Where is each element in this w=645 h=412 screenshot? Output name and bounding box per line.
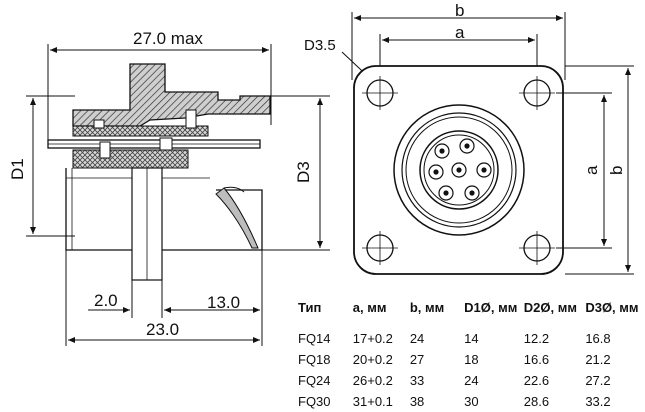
contact-pin-1 xyxy=(451,162,467,178)
ring-3 xyxy=(405,116,513,224)
header-b: b, мм xyxy=(409,300,445,315)
a-top-label: a xyxy=(455,23,465,42)
mounting-hole xyxy=(362,231,398,265)
table-row: FQ30 31+0.1 38 30 28.6 33.2 xyxy=(294,391,645,412)
header-type: Тип xyxy=(298,300,322,315)
table-cell: FQ24 xyxy=(298,373,331,388)
front-view: b a D3.5 xyxy=(304,1,634,275)
table-cell: 18 xyxy=(464,352,479,367)
side-view: 27.0 max D1 D3 xyxy=(8,29,330,346)
header-d3: D3Ø, мм xyxy=(585,300,639,315)
table-cell: 16.8 xyxy=(585,331,611,346)
header-d2: D2Ø, мм xyxy=(523,300,577,315)
d3-label: D3 xyxy=(294,161,313,183)
contact-pin-4 xyxy=(476,162,492,178)
table-cell: 27.2 xyxy=(585,373,611,388)
table-row: FQ24 26+0.2 33 24 22.6 27.2 xyxy=(294,370,645,391)
contact-pin-5 xyxy=(464,185,480,201)
dim-2-label: 2.0 xyxy=(94,291,118,310)
insulator-upper xyxy=(72,125,209,137)
dim-23-label: 23.0 xyxy=(146,320,179,339)
spec-table: Тип a, мм b, мм D1Ø, мм D2Ø, мм D3Ø, мм … xyxy=(294,300,645,412)
header-d1: D1Ø, мм xyxy=(464,300,518,315)
table-cell: FQ30 xyxy=(298,394,331,409)
table-cell: 33.2 xyxy=(585,394,611,409)
insulator-lower xyxy=(72,149,189,169)
table-cell: FQ18 xyxy=(298,352,331,367)
table-cell: 31+0.1 xyxy=(352,394,393,409)
ring-2 xyxy=(401,112,517,228)
nut xyxy=(159,137,173,151)
contact-pin-6 xyxy=(438,185,454,201)
latch xyxy=(185,109,197,129)
contact-pin-2 xyxy=(434,143,450,159)
contact-pin-3 xyxy=(459,138,475,154)
wire-end xyxy=(223,186,245,193)
table-cell: 24 xyxy=(409,331,425,346)
flange-section xyxy=(72,63,271,127)
table-cell: 20+0.2 xyxy=(352,352,393,367)
table-cell: 14 xyxy=(464,331,479,346)
mounting-hole xyxy=(519,231,555,265)
wire xyxy=(215,187,259,249)
table-cell: 24 xyxy=(464,373,479,388)
table-cell: 26+0.2 xyxy=(352,373,393,388)
table-cell: 28.6 xyxy=(523,394,550,409)
table-cell: 33 xyxy=(409,373,425,388)
table-cell: 16.6 xyxy=(523,352,550,367)
table-cell: 12.2 xyxy=(523,331,550,346)
insert-inner-ring xyxy=(423,134,495,206)
header-a: a, мм xyxy=(352,300,387,315)
table-row: FQ18 20+0.2 27 18 16.6 21.2 xyxy=(294,349,645,370)
table-cell: 21.2 xyxy=(585,352,611,367)
a-right-label: a xyxy=(582,165,601,175)
hole-label: D3.5 xyxy=(304,37,336,54)
table-cell: FQ14 xyxy=(298,331,331,346)
insert-ring xyxy=(419,130,499,210)
d1-label: D1 xyxy=(8,158,27,180)
table-cell: 22.6 xyxy=(523,373,550,388)
screw-head xyxy=(93,119,105,129)
table-row: FQ14 17+0.2 24 14 12.2 16.8 xyxy=(294,328,645,349)
contacts xyxy=(428,138,492,201)
mounting-hole xyxy=(362,76,398,110)
table-cell: 27 xyxy=(409,352,425,367)
table-cell: 30 xyxy=(464,394,479,409)
table-cell: 38 xyxy=(409,394,425,409)
dim-13-label: 13.0 xyxy=(207,293,240,312)
contact-pin-7 xyxy=(428,164,444,180)
dim-27-label: 27.0 max xyxy=(133,29,203,48)
b-right-label: b xyxy=(607,166,626,175)
table-header-row: Тип a, мм b, мм D1Ø, мм D2Ø, мм D3Ø, мм xyxy=(294,300,645,328)
mounting-hole xyxy=(519,76,555,110)
table-cell: 17+0.2 xyxy=(352,331,393,346)
contact-block xyxy=(99,141,111,159)
b-top-label: b xyxy=(455,1,464,20)
